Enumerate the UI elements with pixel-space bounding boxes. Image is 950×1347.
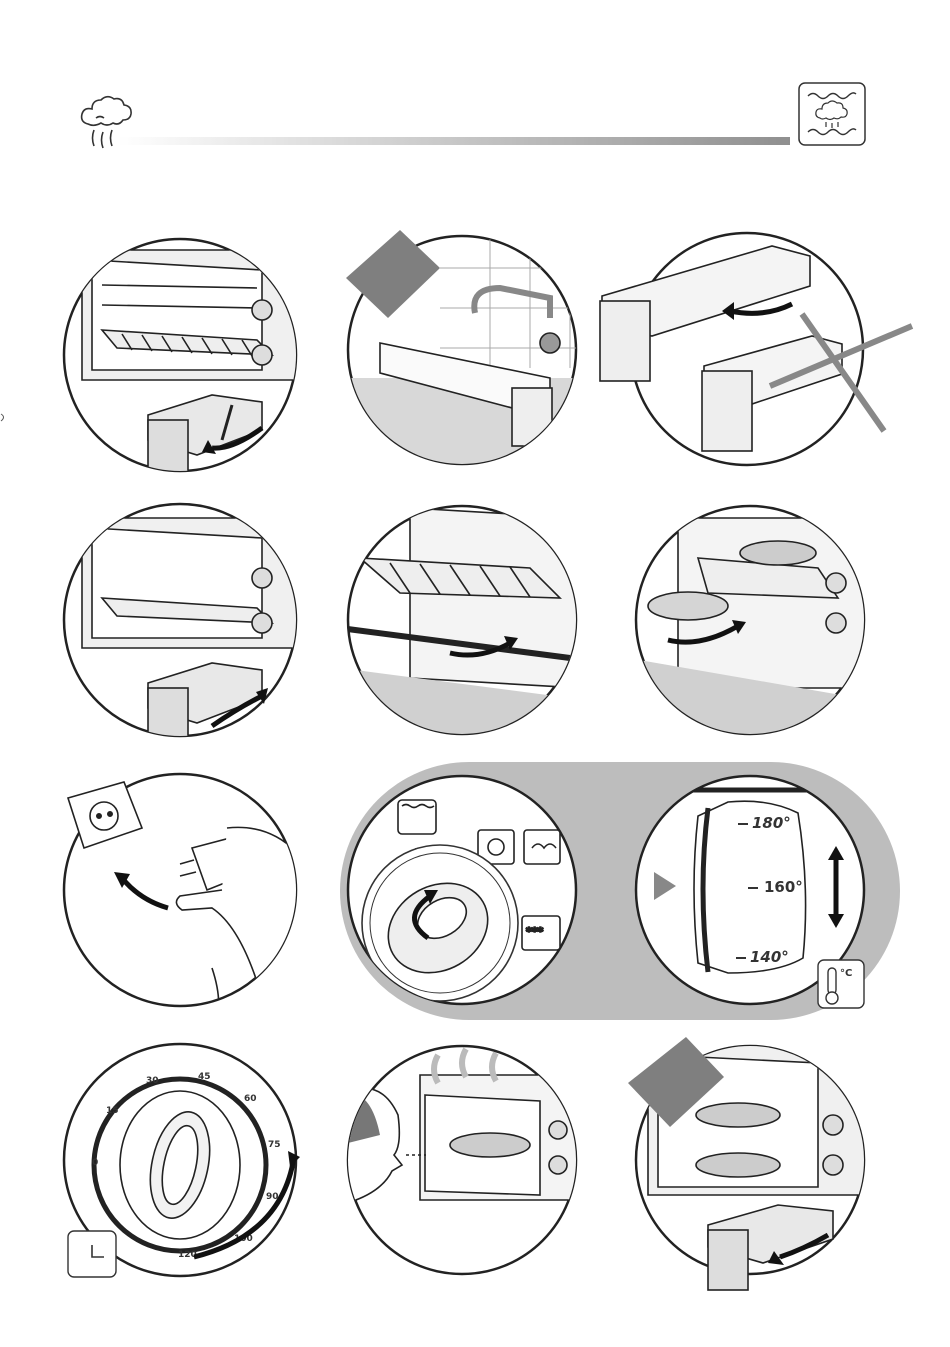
celsius-label: °C (840, 968, 852, 979)
temp-mark-160: 160° (764, 878, 803, 896)
header-graphics (0, 0, 950, 200)
header (0, 0, 950, 200)
step-plug-in (62, 768, 312, 1018)
timer-mark-60: 60 (244, 1094, 257, 1104)
svg-text:***: *** (526, 925, 544, 938)
timer-mark-75: 75 (268, 1140, 281, 1150)
temp-mark-180: 180° (752, 814, 791, 832)
timer-mark-15: 15 (106, 1106, 119, 1116)
steam-mode-icon (799, 83, 865, 145)
header-bar (118, 137, 790, 145)
step-cooking (340, 1035, 590, 1285)
step-insert-orientation (592, 226, 932, 476)
step-select-mode: *** (340, 768, 590, 1018)
step-remove-tank (62, 230, 312, 495)
margin-mark (0, 412, 8, 422)
clock-icon (68, 1231, 116, 1277)
step-insert-tank (62, 498, 312, 748)
step-set-timer: 0 15 30 45 60 75 90 100 120 (62, 1035, 312, 1285)
timer-mark-0: 0 (92, 1158, 98, 1168)
thermometer-icon: °C (818, 960, 864, 1008)
step-place-dish (628, 498, 878, 748)
temp-mark-140: 140° (750, 948, 789, 966)
timer-mark-30: 30 (146, 1076, 159, 1086)
timer-mark-45: 45 (198, 1072, 211, 1082)
step-empty-tank (628, 1035, 888, 1305)
step-fill-tank (340, 228, 590, 478)
step-place-rack (340, 498, 590, 748)
step-set-temperature: 180° 160° 140° °C (628, 768, 878, 1018)
